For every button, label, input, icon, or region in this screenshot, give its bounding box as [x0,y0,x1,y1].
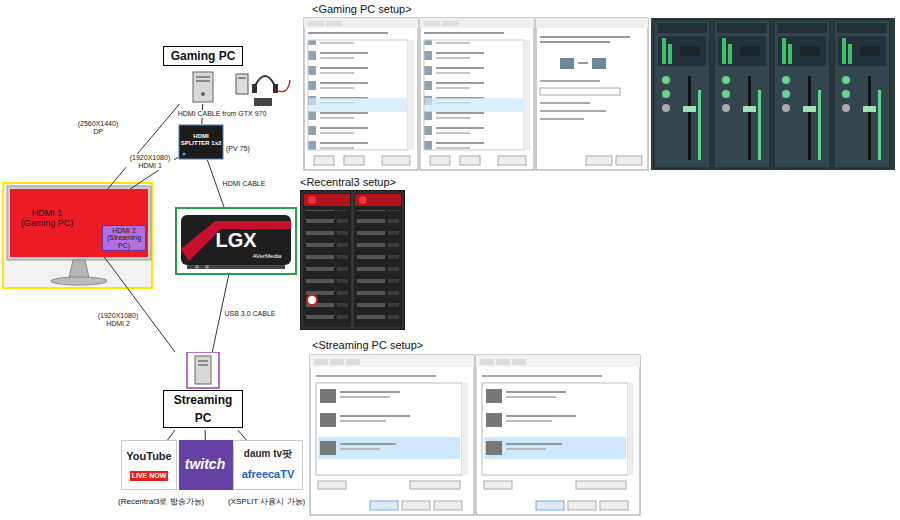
cable-label: (1920X1080) HDMI 2 [94,312,142,328]
gaming-pc-screenshots [834,20,890,168]
pc-tower-icon [187,352,219,388]
gaming-pc-screenshots [540,41,610,43]
pc-tower-icon [193,72,213,102]
note-label: <Recentral3 setup> [300,176,396,189]
recentral-screenshot [353,192,403,328]
pc-tower-icon [195,356,211,384]
gaming-pc-screenshots [540,36,630,38]
streaming-pc-screenshots [476,355,640,515]
hdmi-splitter: HDMI SPLITTER 1x2 [178,124,224,160]
recentral-screenshot [300,190,405,330]
headset-icon [236,74,290,106]
pc-box: Streaming PC [163,352,245,430]
node-label: Gaming PC [163,46,243,66]
node-label: twitch [179,457,231,472]
gaming-pc-screenshots [616,156,642,165]
note-label: <Gaming PC setup> [312,3,412,16]
gaming-pc-screenshots [586,156,612,165]
note-label: <Streaming PC setup> [312,339,423,352]
streaming-pc-screenshots [310,355,474,515]
headset-icon [236,74,248,94]
recentral-screenshot [307,295,317,305]
gaming-pc-screenshots [304,18,895,170]
cable-line [104,257,175,352]
capture-device-drawing [205,265,209,269]
node-label: YouTube [122,450,176,462]
gaming-pc-screenshots [536,18,648,28]
headset-icon [276,80,290,92]
headset-icon [255,76,275,86]
platform-logo: twitch [179,440,233,490]
gaming-pc-screenshots [714,20,770,168]
note-label: (PV 75) [226,145,250,153]
cable-line [168,430,175,440]
gaming-pc-screenshots [578,62,588,64]
monitor-drawing [51,277,107,285]
gaming-pc-screenshots [540,118,584,120]
node-label: HDMI SPLITTER 1x2 [180,133,222,146]
splitter-drawing [183,153,186,156]
note-label: (Recentral3로 방송가능) [118,497,204,506]
capture-device-drawing [195,265,199,269]
pc-tower-icon [196,76,210,78]
headset-icon [252,84,257,93]
headset-icon [273,84,278,93]
cable-line [205,430,206,440]
gaming-pc-screenshots [654,20,710,168]
cable-label: (1920X1080) HDMI 1 [126,154,174,170]
gaming-pc-screenshots [592,58,606,69]
monitor-screen: HDMI 1 (Gaming PC) HDMI 2 (Streaming PC) [10,189,148,257]
node-label: daum tv팟 [234,448,302,459]
capture-device-drawing [181,221,291,261]
monitor-inset: HDMI 2 (Streaming PC) [102,225,146,251]
pc-tower-icon [198,360,208,362]
note-label: (XSPLIT 사용시 가능) [228,497,305,506]
cable-line [108,104,180,189]
cable-label: USB 3.0 CABLE [224,310,277,318]
node-label: Streaming PC [163,390,243,428]
gaming-pc-screenshots [540,110,606,112]
cable-label: (2560X1440) DP [74,120,122,136]
gaming-pc-screenshots [420,18,534,170]
node-label: afreecaTV [234,468,302,480]
gaming-pc-screenshots [560,58,574,69]
gaming-pc-screenshots [304,18,418,170]
cable-line [238,430,247,440]
platform-logo: YouTubeLIVE NOW [121,440,177,490]
node-label: LIVE NOW [130,471,168,481]
pc-tower-icon [196,80,210,82]
node-label: AVerMedia [247,253,287,260]
cable-label: HDMI CABLE [222,180,267,188]
pc-tower-icon [198,364,208,366]
capture-device: LGX AVerMedia [175,207,297,275]
platform-logo: daum tv팟 afreecaTV [233,440,303,490]
gaming-pc-screenshots [651,18,895,170]
gaming-pc-screenshots [540,80,600,82]
streaming-pc-screenshots [310,355,640,515]
node-label: HDMI 2 (Streaming PC) [103,227,145,249]
splitter-drawing [179,125,223,159]
headset-icon [238,77,246,79]
recentral-screenshot [300,190,405,330]
node-label: HDMI 1 (Gaming PC) [18,209,76,229]
gaming-pc-screenshots [540,102,590,104]
pc-box: Gaming PC [163,46,245,104]
gaming-pc-screenshots [774,20,830,168]
cable-label: HDMI CABLE from GTX 970 [177,110,268,118]
monitor-drawing [69,260,89,278]
capture-device-drawing [181,215,291,265]
gaming-pc-screenshots [540,88,620,95]
headset-icon [254,98,272,106]
gaming-pc-screenshots [536,18,648,170]
monitor-drawing [3,183,152,288]
pc-tower-icon [201,92,205,96]
monitor-drawing [3,183,152,288]
recentral-screenshot [302,192,352,328]
monitor-drawing [7,186,151,260]
node-label: LGX [207,229,265,251]
capture-device-drawing [187,265,285,269]
